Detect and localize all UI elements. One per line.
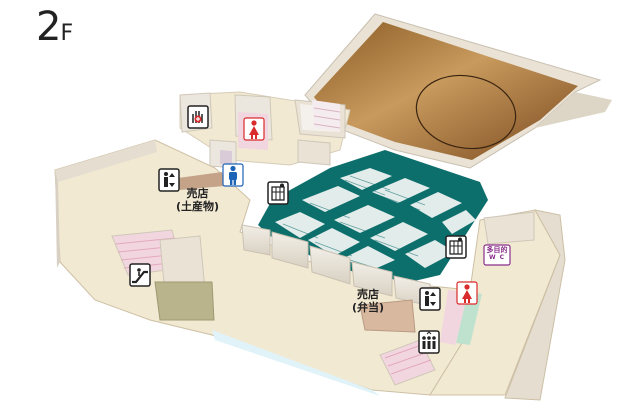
bento-shop-label: 売店 (弁当) xyxy=(352,288,384,314)
multipurpose-wc-icon: 多目的 W C xyxy=(483,244,511,270)
floor-label: 2F xyxy=(36,4,73,50)
stage-area xyxy=(304,13,612,169)
mens-restroom-icon xyxy=(222,163,244,191)
bento-shop-name: 売店 xyxy=(357,288,380,301)
elevator-icon-2 xyxy=(419,287,441,315)
first-aid-room-icon xyxy=(187,105,209,133)
upper-stairs xyxy=(312,100,341,132)
elevator-icon xyxy=(158,168,180,196)
nursing-room-icon xyxy=(418,330,440,358)
womens-restroom-icon xyxy=(243,117,265,145)
coin-locker-icon xyxy=(267,181,289,209)
coin-locker-icon-2 xyxy=(445,235,467,263)
right-corridor xyxy=(429,209,566,401)
multipurpose-wc-line2: W C xyxy=(488,254,506,261)
escalator-icon xyxy=(129,263,151,291)
floor-suffix: F xyxy=(60,21,74,46)
souvenir-shop-note: (土産物) xyxy=(176,200,220,213)
floor-number: 2 xyxy=(36,4,61,50)
left-stairs xyxy=(111,229,380,396)
souvenir-shop-name: 売店 xyxy=(186,187,209,200)
seating-area xyxy=(241,150,488,307)
womens-restroom-icon-2 xyxy=(456,281,478,309)
souvenir-shop-label: 売店 (土産物) xyxy=(176,187,219,213)
bento-shop-note: (弁当) xyxy=(352,301,385,314)
multipurpose-wc-line1: 多目的 xyxy=(486,246,508,254)
main-lobby xyxy=(54,139,471,396)
